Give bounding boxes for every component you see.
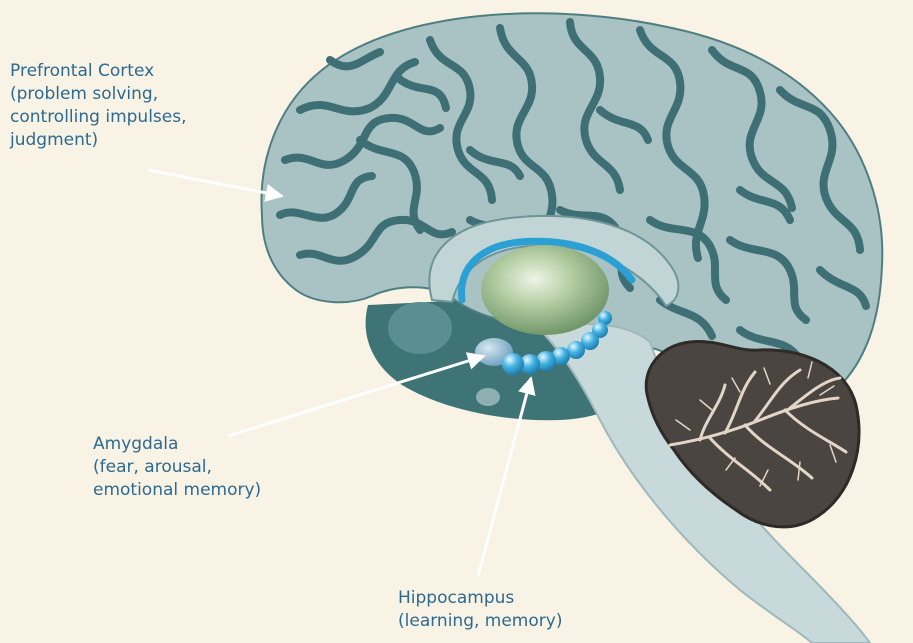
hippocampus-desc-line-1: (learning, memory) — [398, 610, 562, 633]
prefrontal-desc-line-3: judgment) — [10, 129, 187, 152]
amygdala-desc-line-1: (fear, arousal, — [93, 456, 261, 479]
thalamus — [481, 245, 609, 335]
amygdala-label: Amygdala (fear, arousal, emotional memor… — [93, 433, 261, 502]
amygdala-desc-line-2: emotional memory) — [93, 479, 261, 502]
hypothalamus — [388, 302, 452, 354]
amygdala-title: Amygdala — [93, 433, 261, 456]
hippocampus-title: Hippocampus — [398, 587, 562, 610]
prefrontal-desc-line-1: (problem solving, — [10, 83, 187, 106]
pituitary — [476, 388, 500, 406]
prefrontal-cortex-label: Prefrontal Cortex (problem solving, cont… — [10, 60, 187, 152]
prefrontal-desc-line-2: controlling impulses, — [10, 106, 187, 129]
hippocampus-label: Hippocampus (learning, memory) — [398, 587, 562, 633]
prefrontal-title: Prefrontal Cortex — [10, 60, 187, 83]
